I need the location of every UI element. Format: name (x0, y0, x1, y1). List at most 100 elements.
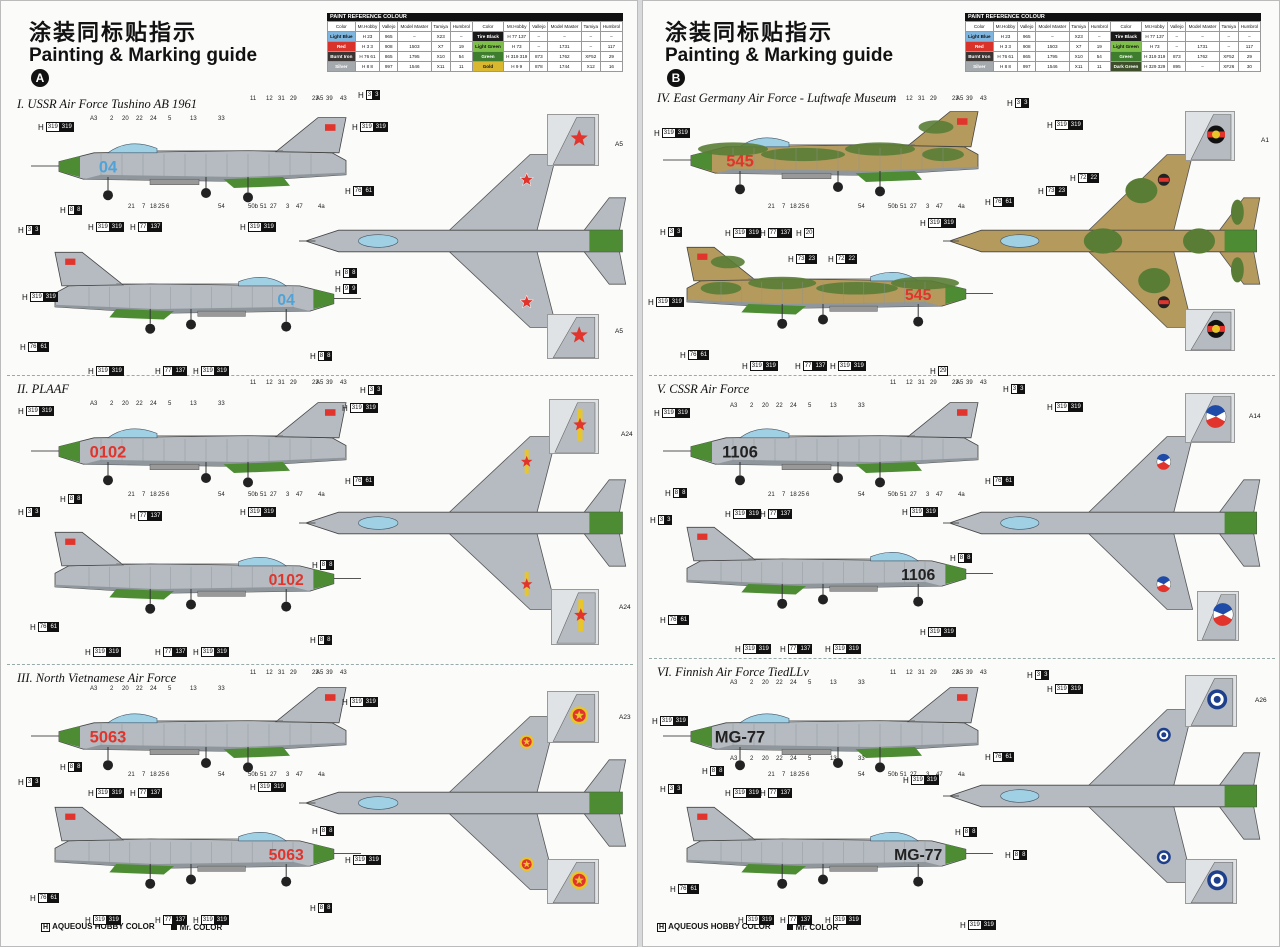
part-number: 51 (900, 204, 907, 210)
color-code-value: 3 (33, 225, 41, 235)
paint-table-cell: 29 (1237, 51, 1262, 62)
paint-table-cell: 908 (379, 41, 399, 52)
part-number: 13 (190, 116, 197, 122)
paint-table-header: Tamiya (430, 21, 451, 32)
aircraft-serial: 5063 (269, 847, 304, 864)
mig21-side-view-vi-lower: MG-77 (686, 806, 993, 889)
sheet-a-title-en: Painting & Marking guide (29, 45, 258, 66)
part-number: 3 (926, 772, 930, 778)
color-code-prefix: H (250, 782, 256, 792)
color-code-value: 77 (787, 644, 799, 654)
color-code-prefix: H (352, 122, 358, 132)
color-code-value: 29 (937, 366, 949, 376)
part-number: 12 (906, 96, 913, 102)
color-code-value: 76 (992, 476, 1004, 486)
part-number: 5 (168, 116, 172, 122)
color-code-value: 76 (677, 884, 689, 894)
color-code-value: 137 (148, 511, 163, 521)
part-number: 6 (806, 492, 810, 498)
paint-table-cell: Tire Black (1109, 31, 1143, 42)
color-code-value: 319 (200, 366, 215, 376)
color-code-prefix: H (342, 403, 348, 413)
color-code-value: 319 (846, 915, 861, 925)
color-code-prefix: H (335, 268, 341, 278)
part-number: 47 (296, 204, 303, 210)
part-number: 31 (918, 380, 925, 386)
part-number: 24 (790, 680, 797, 686)
color-code-value: 77 (137, 788, 149, 798)
paint-table-header: Model Master (1185, 21, 1220, 32)
paint-table-cell: 117 (1237, 41, 1262, 52)
part-number: 24 (790, 756, 797, 762)
mig21-side-view-ii-upper: 0102 (31, 402, 347, 488)
color-code-value: 319 (846, 644, 861, 654)
mig21-top-view-iii (299, 716, 627, 890)
color-code-value: 3 (33, 507, 41, 517)
color-code-value: 9 (342, 284, 351, 294)
mig21-top-view-ii (299, 436, 627, 610)
paint-table-header: Vallejo (379, 21, 399, 32)
color-code-value: 76 (992, 752, 1004, 762)
part-number: 31 (278, 96, 285, 102)
color-code-prefix: H (828, 254, 834, 264)
color-code-prefix: H (652, 716, 658, 726)
color-code-value: 319 (832, 915, 847, 925)
section-v-title: V. CSSR Air Force (657, 382, 750, 396)
paint-table-header: Mr.Hobby (992, 21, 1019, 32)
paint-table-cell: XF26 (1218, 61, 1239, 72)
paint-table-cell: Light Green (471, 41, 505, 52)
color-code-value: 319 (214, 366, 229, 376)
part-number: 39 (326, 96, 333, 102)
paint-table-header: Vallejo (1167, 21, 1187, 32)
color-code-prefix: H (1027, 670, 1033, 680)
paint-table-cell: Burnt Iron (965, 51, 994, 62)
color-code-prefix: H (193, 915, 199, 925)
color-code-prefix: H (310, 351, 316, 361)
section-i-title: I. USSR Air Force Tushino AB 1961 (17, 97, 197, 111)
part-number: A3 (730, 756, 738, 762)
part-number: 39 (326, 380, 333, 386)
color-code-value: 319 (43, 292, 58, 302)
part-number: 23 (312, 380, 319, 386)
color-code-value: 3 (657, 515, 666, 525)
part-number: 33 (218, 116, 225, 122)
color-code-value: 8 (957, 553, 966, 563)
part-number: 4a (318, 492, 325, 498)
part-number: 12 (266, 96, 273, 102)
color-code-value: 77 (767, 228, 779, 238)
color-code-value: 137 (813, 361, 828, 371)
paint-table-cell: H 73 (503, 41, 531, 52)
color-code-value: 8 (962, 827, 971, 837)
mig21-side-view-iii-upper: 5063 (31, 687, 347, 773)
color-code-value: 8 (965, 553, 973, 563)
part-number: 11 (250, 670, 257, 676)
paint-table-cell: 878 (529, 61, 549, 72)
paint-table-cell: X7 (1068, 41, 1089, 52)
color-code-value: 319 (109, 788, 124, 798)
color-code-value: 76 (667, 615, 679, 625)
color-code-prefix: H (780, 644, 786, 654)
color-code-prefix: H (130, 511, 136, 521)
aircraft-serial: 0102 (90, 444, 127, 462)
color-code-prefix: H (155, 366, 161, 376)
part-number: 47 (936, 492, 943, 498)
color-code-value: 77 (162, 915, 174, 925)
part-number: 11 (890, 96, 897, 102)
part-number: 3 (926, 204, 930, 210)
part-number: 21 (128, 204, 135, 210)
part-number: 29 (930, 96, 937, 102)
section-ii-title: II. PLAAF (17, 382, 70, 396)
color-code-value: 61 (678, 615, 690, 625)
